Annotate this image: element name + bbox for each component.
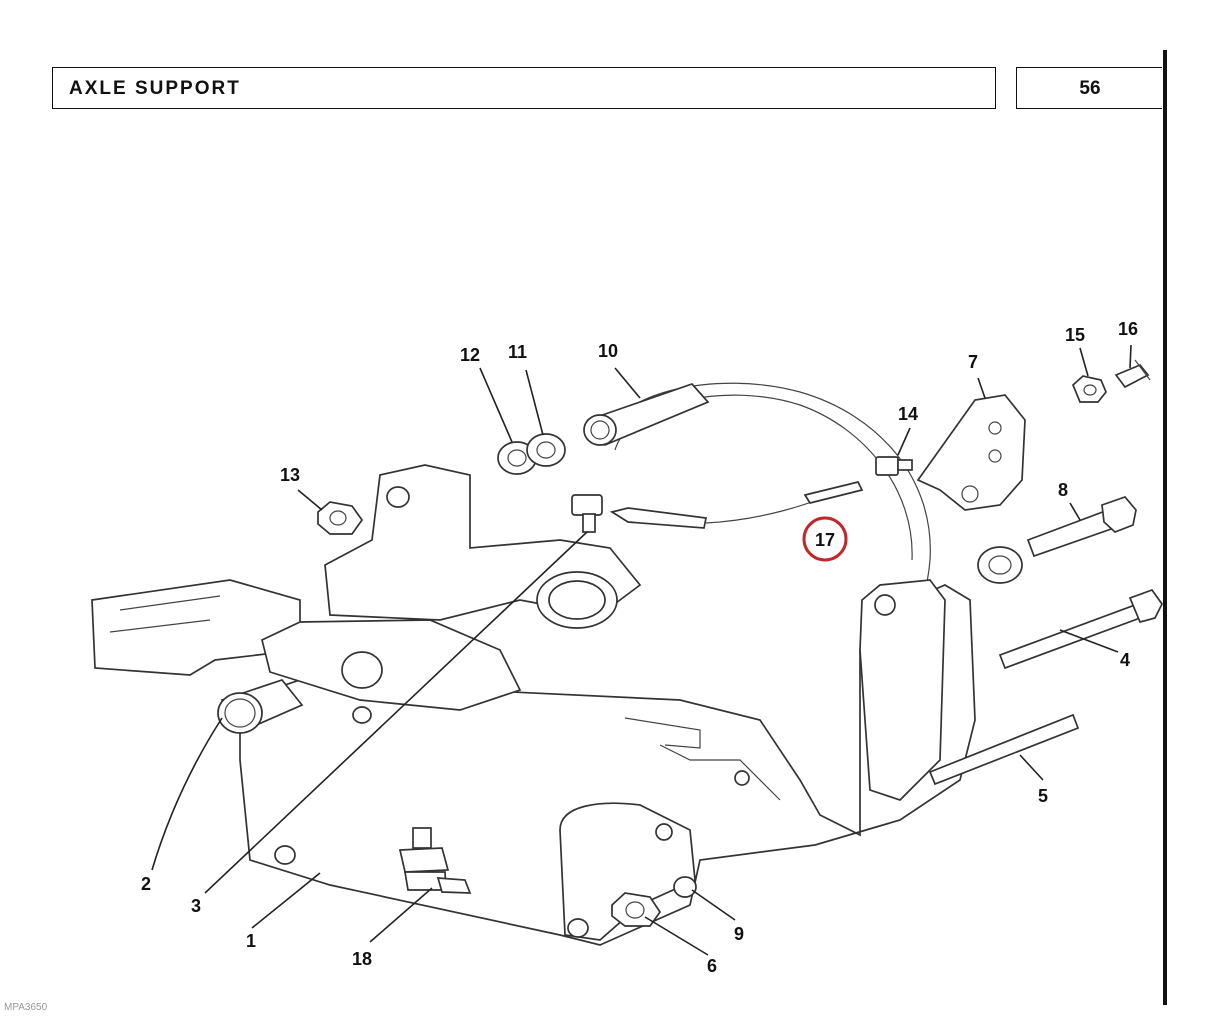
callout-3: 3 <box>191 896 201 916</box>
callout-2: 2 <box>141 874 151 894</box>
callout-16: 16 <box>1118 319 1138 339</box>
washer-part-9 <box>673 876 697 898</box>
page-number-box: 56 <box>1016 67 1162 109</box>
callout-14: 14 <box>898 404 918 424</box>
title-box: AXLE SUPPORT <box>52 67 996 109</box>
axle-support-casting <box>91 382 976 946</box>
callout-12: 12 <box>460 345 480 365</box>
nut-part-15 <box>1071 375 1107 403</box>
bushing-part-2 <box>217 679 304 734</box>
callout-8: 8 <box>1058 480 1068 500</box>
callout-5: 5 <box>1038 786 1048 806</box>
callout-11: 11 <box>508 342 527 362</box>
page-border-right <box>1163 50 1167 1005</box>
callout-6: 6 <box>707 956 717 976</box>
callout-10: 10 <box>598 341 618 361</box>
stud-part-5 <box>928 713 1080 786</box>
line-connector-part-17 <box>609 481 864 529</box>
bracket-plate-part-7 <box>916 394 1026 511</box>
nut-part-13 <box>317 501 364 535</box>
callout-18: 18 <box>352 949 372 969</box>
page-number: 56 <box>1079 78 1101 99</box>
page-title: AXLE SUPPORT <box>69 78 241 99</box>
drawing-reference-code: MPA3650 <box>4 1002 48 1013</box>
callout-17-highlight-circle <box>802 516 848 562</box>
callout-1: 1 <box>246 931 256 951</box>
pin-part-10 <box>583 383 710 447</box>
screw-part-16 <box>1114 359 1151 389</box>
callout-4: 4 <box>1120 650 1130 670</box>
callout-17: 17 <box>815 530 835 550</box>
elbow-fitting-part-3 <box>571 494 603 533</box>
callout-13: 13 <box>280 465 300 485</box>
long-bolt-part-4 <box>998 588 1163 670</box>
valve-part-18 <box>398 827 472 894</box>
washer-part-8b <box>977 546 1023 584</box>
fitting-block-part-14 <box>875 456 913 476</box>
bolt-part-8 <box>1026 496 1137 558</box>
leader-lines <box>151 344 1132 956</box>
nut-part-6 <box>611 892 662 927</box>
callout-9: 9 <box>734 924 744 944</box>
washer-part-11 <box>526 433 566 467</box>
callout-15: 15 <box>1065 325 1085 345</box>
callout-7: 7 <box>968 352 978 372</box>
